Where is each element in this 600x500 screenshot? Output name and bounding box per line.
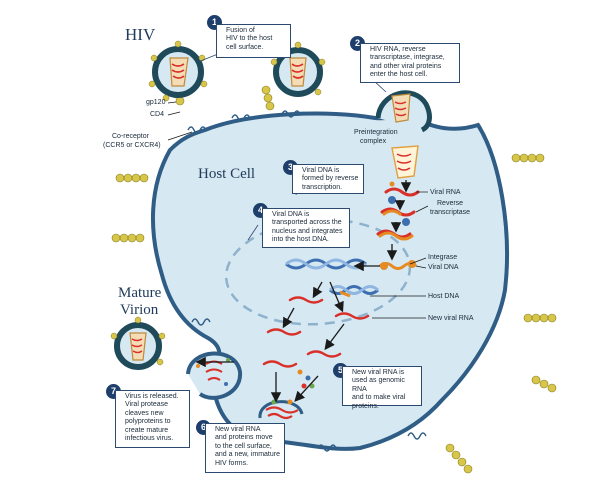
step-6-line: to the cell surface, [215,442,272,450]
step-2-box: HIV RNA, reverse transcriptase, integras… [360,43,460,83]
reverse-transcriptase-label-1: Reverse [437,200,464,207]
hiv-virion-binding [148,40,208,102]
step-4-line: transported across the [272,219,342,227]
step-3-line: Viral DNA is [302,167,340,174]
label-lines [167,101,429,319]
step-5-box: New viral RNA is used as genomic RNA and… [342,366,422,410]
step-7-line: infectious virus. [125,434,174,442]
step-1-line: cell surface. [226,43,264,51]
step-6-line: and proteins move [215,434,273,442]
coreceptor-label-2: (CCR5 or CXCR4) [103,142,161,149]
coreceptor-label-1: Co-receptor [112,133,149,140]
step-2-line: HIV RNA, reverse [370,46,426,53]
new-viral-rna [262,296,370,368]
gp120-label: gp120 [146,99,166,106]
viral-dna [379,260,417,270]
mature-virion-title-2: Virion [120,302,159,318]
step-3-line: formed by reverse [302,175,359,183]
immature-virion-budding [258,399,304,420]
step-6-line: New viral RNA [215,426,261,433]
process-arrows [195,180,412,403]
released-virion [186,351,243,400]
hiv-virion-fusing [270,41,326,97]
viral-proteins [297,369,315,389]
mature-virion [110,316,166,370]
step-6-box: New viral RNA and proteins move to the c… [205,423,285,473]
step-1-line: Fusion of [226,27,255,34]
step-4-line: nucleus and integrates [272,227,343,235]
preintegration-complex [391,145,419,179]
step-2-line: transcriptase, integrase, [370,54,445,62]
cd4-label: CD4 [150,111,165,118]
host-dna-label: Host DNA [428,293,460,300]
host-cell-title: Host Cell [198,166,256,182]
viral-entry [375,90,432,133]
step-4-line: into the host DNA. [272,236,329,244]
preintegration-label-2: complex [360,138,387,145]
viral-rna-label: Viral RNA [430,189,461,196]
step-4-line: Viral DNA is [272,211,310,218]
hiv-title: HIV [125,25,156,44]
coreceptors [187,110,427,452]
step-7-line: Viral protease [125,401,169,409]
step-1-line: HIV to the host [226,35,273,43]
step-4-box: Viral DNA is transported across the nucl… [262,208,350,248]
integrase-label: Integrase [428,254,458,261]
step-1-box: Fusion of HIV to the host cell surface. [216,24,291,58]
host-dna [285,258,379,298]
step-3-box: Viral DNA is formed by reverse transcrip… [292,164,364,194]
reverse-transcriptase-label-2: transcriptase [430,209,471,216]
step-6-line: HIV forms. [215,459,249,467]
new-viral-rna-label: New viral RNA [428,315,474,322]
step-5-line: used as genomic RNA [352,377,405,393]
step-5-line: and to make viral [352,394,406,402]
preintegration-label-1: Preintegration [354,129,398,136]
step-6-line: and a new, immature [215,451,280,459]
step-2-line: enter the host cell. [370,71,428,79]
viral-dna-label: Viral DNA [428,264,459,271]
mature-virion-title-1: Mature [118,285,162,301]
step-7-line: create mature [125,426,169,434]
step-7-box: Virus is released. Viral protease cleave… [115,390,190,448]
step-5-line: proteins. [352,402,379,410]
step-2-line: and other viral proteins [370,62,442,70]
step-7-line: cleaves new [125,409,164,417]
step-7-line: Virus is released. [125,393,179,400]
step-7-line: polyproteins to [125,418,171,426]
step-5-line: New viral RNA is [352,369,405,376]
step-3-line: transcription. [302,183,343,191]
